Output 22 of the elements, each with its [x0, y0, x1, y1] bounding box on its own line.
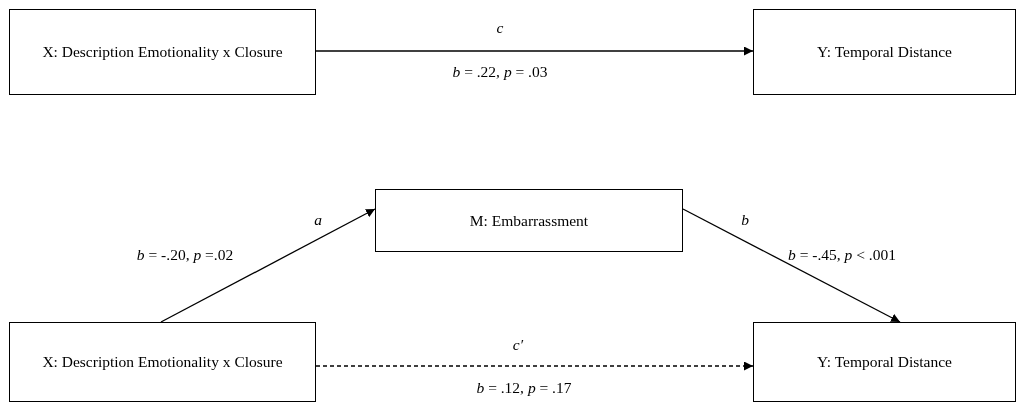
- path-coefficient: b = -.45, p < .001: [788, 246, 896, 264]
- edge-label: b: [741, 211, 749, 229]
- arrow: [160, 208, 376, 323]
- variable-name: M: Embarrassment: [468, 210, 590, 231]
- edge-label: c′: [512, 336, 524, 354]
- arrow: [315, 46, 754, 56]
- variable-name: Y: Temporal Distance: [816, 352, 953, 372]
- variable-box: [753, 322, 1016, 402]
- path-coefficient: b = .12, p = .17: [476, 379, 572, 397]
- variable-box: [9, 322, 316, 402]
- path-coefficient: b = -.20, p =.02: [136, 246, 234, 264]
- edge-label: a: [314, 211, 322, 229]
- variable-name: Y: Temporal Distance: [816, 42, 953, 62]
- variable-name: X: Description Emotionality x Closure: [41, 42, 284, 62]
- variable-box: [375, 189, 683, 252]
- arrow: [682, 208, 901, 323]
- variable-name: X: Description Emotionality x Closure: [41, 352, 284, 372]
- edge-label: c: [496, 19, 504, 37]
- path-coefficient: b = .22, p = .03: [452, 63, 548, 81]
- variable-box: [9, 9, 316, 95]
- arrow: [315, 361, 754, 371]
- variable-box: [753, 9, 1016, 95]
